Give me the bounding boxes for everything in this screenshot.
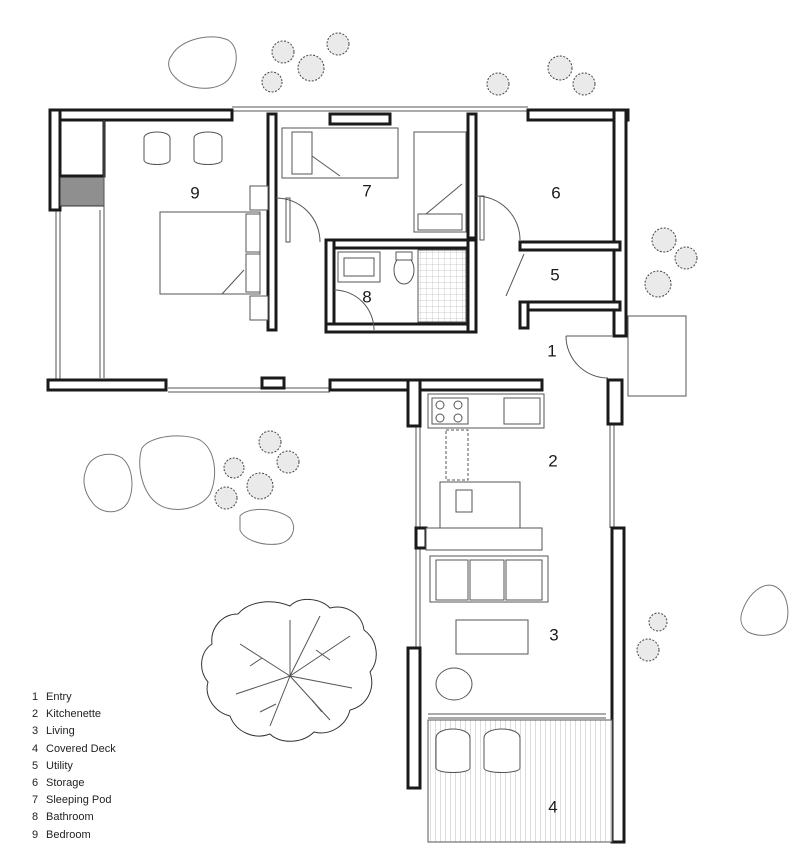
bedroom-furniture — [103, 120, 269, 321]
legend-item: 3 Living — [32, 723, 116, 740]
legend-number: 6 — [32, 777, 39, 790]
legend-label: Bathroom — [46, 811, 94, 824]
shrub — [271, 40, 295, 64]
legend-number: 7 — [32, 794, 39, 807]
legend-number: 4 — [32, 742, 39, 755]
rock — [740, 584, 789, 636]
legend-number: 2 — [32, 708, 39, 721]
shrub — [572, 72, 596, 96]
legend-number: 9 — [32, 828, 39, 841]
room-number-7: 7 — [362, 181, 371, 200]
legend-label: Covered Deck — [46, 742, 116, 755]
shrub — [547, 55, 573, 81]
legend-number: 5 — [32, 759, 39, 772]
room-number-6: 6 — [551, 183, 560, 202]
shrub — [644, 270, 672, 298]
room-labels: 1 2 3 4 5 6 7 8 9 — [190, 181, 560, 816]
shrub — [258, 430, 282, 454]
room-number-4: 4 — [548, 797, 557, 816]
room-number-8: 8 — [362, 287, 371, 306]
shrub — [297, 54, 325, 82]
legend-item: 4 Covered Deck — [32, 741, 116, 758]
shrub — [648, 612, 668, 632]
legend-item: 6 Storage — [32, 775, 116, 792]
legend-label: Utility — [46, 759, 73, 772]
legend-label: Entry — [46, 691, 72, 703]
shrub — [486, 72, 510, 96]
room-number-5: 5 — [550, 265, 559, 284]
legend-item: 8 Bathroom — [32, 809, 116, 826]
rock — [139, 435, 216, 510]
legend-label: Bedroom — [46, 828, 91, 841]
legend-number: 8 — [32, 811, 39, 824]
bathroom-fixtures — [337, 249, 467, 323]
landscape — [83, 32, 789, 742]
sleeping-pod-furniture — [281, 127, 467, 233]
shrub — [276, 450, 300, 474]
room-number-3: 3 — [549, 625, 558, 644]
room-number-1: 1 — [547, 341, 556, 360]
legend-label: Sleeping Pod — [46, 794, 112, 807]
shrub — [326, 32, 350, 56]
room-number-9: 9 — [190, 183, 199, 202]
covered-deck — [427, 719, 613, 843]
rock — [239, 509, 294, 545]
rock — [168, 36, 237, 89]
legend-label: Kitchenette — [46, 708, 102, 721]
legend-label: Storage — [46, 777, 85, 790]
shrub — [636, 638, 660, 662]
legend-item: 9 Bedroom — [32, 827, 116, 844]
room-legend: 1 Entry 2 Kitchenette 3 Living 4 Covered Dec… — [32, 689, 116, 844]
legend-item: 5 Utility — [32, 758, 116, 775]
tree — [201, 599, 377, 742]
shrub — [674, 246, 698, 270]
shrub — [214, 486, 238, 510]
legend-number: 1 — [32, 691, 39, 703]
legend-label: Living — [46, 725, 75, 738]
shrub — [651, 227, 677, 253]
shrub — [261, 71, 283, 93]
shrub — [246, 472, 274, 500]
legend-item: 1 Entry — [32, 689, 116, 706]
rock — [83, 453, 133, 513]
legend-item: 2 Kitchenette — [32, 706, 116, 723]
doors — [275, 195, 687, 397]
legend-item: 7 Sleeping Pod — [32, 792, 116, 809]
kitchen-living-furniture — [425, 393, 606, 719]
legend-number: 3 — [32, 725, 39, 738]
shrub — [223, 457, 245, 479]
building-walls — [46, 106, 630, 844]
room-number-2: 2 — [548, 451, 557, 470]
